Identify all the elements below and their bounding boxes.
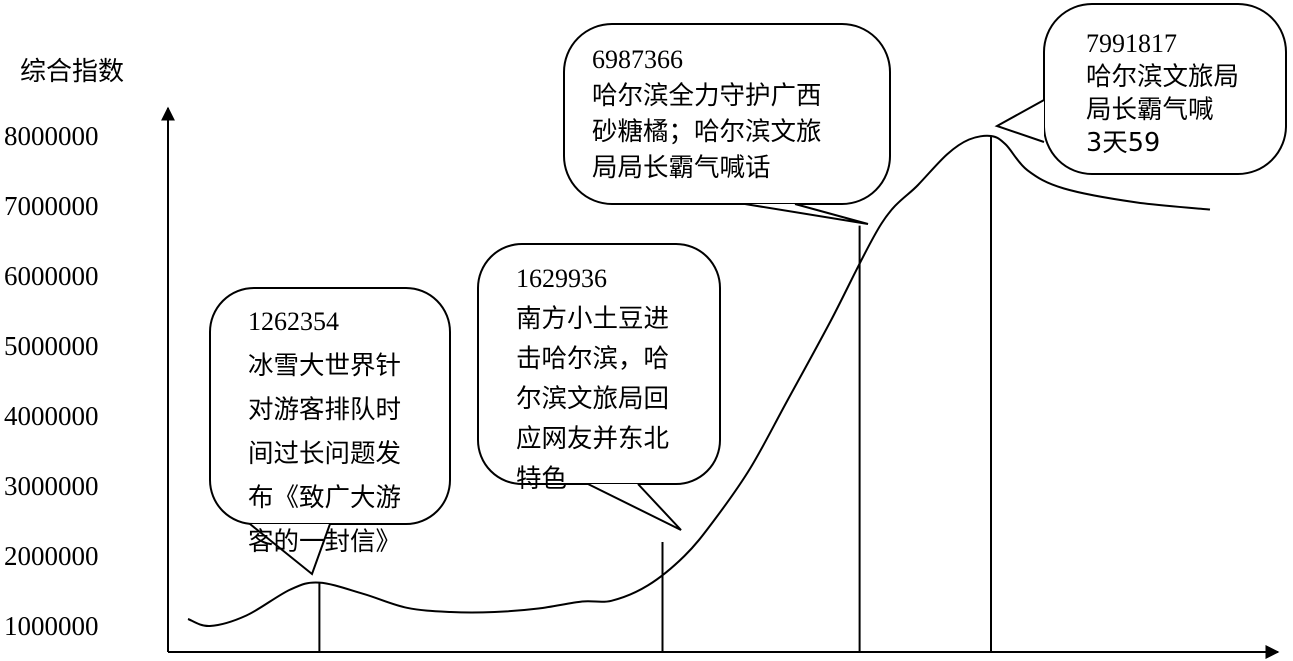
annotation-markers <box>318 136 992 652</box>
annotation-text-line: 哈尔滨全力守护广西 <box>592 81 822 111</box>
bubble-tail-fill <box>250 524 330 574</box>
bubble-tail <box>249 523 331 576</box>
series-line <box>187 134 1211 628</box>
annotation-text-line: 局长霸气喊 <box>1086 95 1214 125</box>
annotation-text-line: 客的一封信》 <box>248 527 401 557</box>
bubble-tail <box>744 203 869 225</box>
annotation-text-line: 对游客排队时 <box>248 395 401 425</box>
bubble-tail <box>587 483 682 531</box>
annotation-text-line: 南方小土豆进 <box>516 304 669 334</box>
y-tick-label: 2000000 <box>4 541 99 571</box>
bubble-box <box>563 23 891 205</box>
y-tick-label: 6000000 <box>4 261 99 291</box>
y-tick-label: 5000000 <box>4 331 99 361</box>
bubble-tail-fill <box>997 100 1044 142</box>
annotation-index-value: 6987366 <box>592 45 683 74</box>
y-tick-label: 3000000 <box>4 471 99 501</box>
bubble-tail <box>994 99 1045 143</box>
annotation-text-line: 砂糖橘；哈尔滨文旅 <box>592 117 822 147</box>
annotation-index-value: 7991817 <box>1086 29 1177 58</box>
annotation-text-line: 3天59 <box>1086 128 1160 158</box>
annotation-text-line: 特色 <box>516 464 567 494</box>
bubble-box <box>1043 3 1287 175</box>
y-tick-label: 1000000 <box>4 611 99 641</box>
y-tick-labels: 8000000 7000000 6000000 5000000 4000000 30000… <box>4 121 99 641</box>
y-axis-label: 综合指数 <box>20 57 124 87</box>
annotation-text-line: 布《致广大游 <box>248 483 401 513</box>
annotation-text-line: 哈尔滨文旅局 <box>1086 62 1239 92</box>
annotation-index-value: 1262354 <box>248 307 339 336</box>
annotation-text-line: 应网友并东北 <box>516 424 669 454</box>
y-tick-label: 8000000 <box>4 121 99 151</box>
annotation-index-value: 1629936 <box>516 264 607 293</box>
y-tick-label: 7000000 <box>4 191 99 221</box>
y-tick-label: 4000000 <box>4 401 99 431</box>
annotation-text-line: 击哈尔滨，哈 <box>516 344 669 374</box>
annotation-text-line: 冰雪大世界针 <box>248 351 401 381</box>
annotation-text-line: 局局长霸气喊话 <box>592 153 771 183</box>
annotation-text-line: 尔滨文旅局回 <box>516 384 669 414</box>
annotation-text-line: 间过长问题发 <box>248 439 401 469</box>
